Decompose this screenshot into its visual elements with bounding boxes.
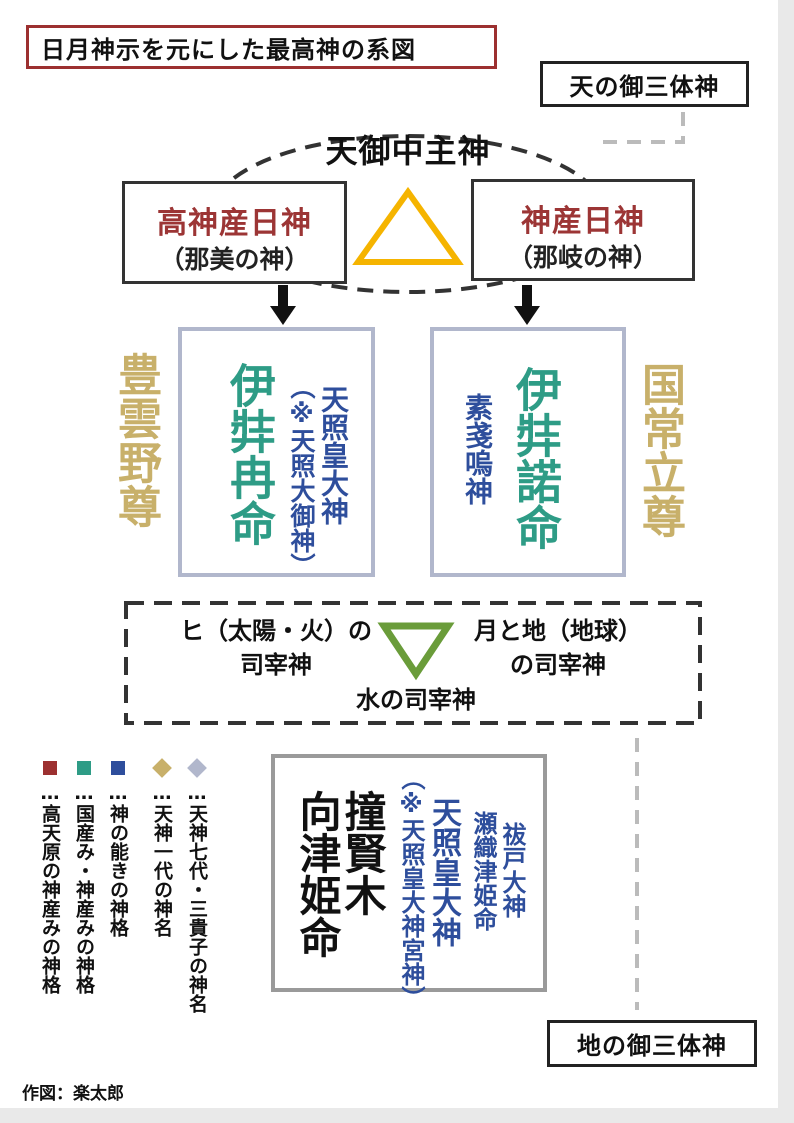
earthly-trinity-label: 地の御三体神 bbox=[547, 1020, 757, 1067]
izanagi-alt: 素戔嗚神 bbox=[461, 393, 494, 505]
legend-text-blue: …神の能きの神格 bbox=[107, 782, 129, 937]
amaterasu-note: （※天照皇大神宮神） bbox=[397, 766, 425, 1010]
credit: 作図：楽太郎 bbox=[22, 1084, 124, 1104]
legend-text-lavender: …天神七代・三貴子の神名 bbox=[186, 782, 208, 1013]
heavenly-connector bbox=[602, 112, 685, 144]
izanami-alt: 天照皇大神 bbox=[317, 385, 350, 525]
legend-text-teal: …国産み・神産みの神格 bbox=[73, 782, 95, 994]
sun-deity-line2: 司宰神 bbox=[240, 651, 312, 679]
amaterasu-label: 天照皇大神 bbox=[426, 797, 461, 947]
moon-deity-line2: の司宰神 bbox=[510, 651, 606, 679]
kami-name: 神産日神 bbox=[521, 204, 645, 239]
legend-red-square bbox=[43, 761, 57, 775]
izanami-note: （※天照大御神） bbox=[287, 374, 316, 578]
arrow-right-shaft bbox=[522, 285, 532, 309]
moon-deity-line1: 月と地（地球） bbox=[474, 617, 642, 645]
arrow-left-head bbox=[270, 306, 296, 325]
sun-deity-line1: ヒ（太陽・火）の bbox=[180, 617, 372, 645]
takami-box: 高神産日神 （那美の神） bbox=[122, 181, 347, 284]
seoritsuhime-label: 瀬織津姫命 bbox=[469, 811, 497, 931]
toyokumonu-label: 豊雲野尊 bbox=[110, 352, 161, 528]
heavenly-trinity-label: 天の御三体神 bbox=[540, 61, 749, 107]
izanami-name: 伊弉冉命 bbox=[223, 362, 277, 546]
legend-teal-square bbox=[77, 761, 91, 775]
arrow-left-shaft bbox=[278, 285, 288, 309]
arrow-right-head bbox=[514, 306, 540, 325]
mukatsuhime-label: 向津姫命 bbox=[293, 790, 342, 958]
legend-text-red: …高天原の神産みの神格 bbox=[39, 782, 61, 994]
bottom-frame bbox=[271, 754, 547, 992]
kami-box: 神産日神 （那岐の神） bbox=[471, 179, 695, 281]
green-triangle bbox=[377, 622, 455, 681]
legend-blue-square bbox=[111, 761, 125, 775]
ame-no-minakanushi: 天御中主神 bbox=[325, 132, 491, 170]
page-title: 日月神示を元にした最高神の系図 bbox=[26, 25, 497, 69]
legend-text-gold: …天神一代の神名 bbox=[151, 782, 173, 937]
takami-sub: （那美の神） bbox=[159, 245, 310, 274]
middle-dashed-box bbox=[124, 601, 702, 725]
water-deity: 水の司宰神 bbox=[356, 686, 476, 714]
takami-name: 高神産日神 bbox=[157, 206, 312, 241]
izanami-frame bbox=[178, 327, 375, 577]
page: 日月神示を元にした最高神の系図 天の御三体神 天御中主神 高神産日神 （那美の神… bbox=[0, 0, 778, 1108]
sakaki-label: 撞賢木 bbox=[338, 790, 387, 916]
izanagi-name: 伊弉諾命 bbox=[509, 366, 563, 550]
kami-sub: （那岐の神） bbox=[507, 243, 658, 272]
yellow-triangle bbox=[352, 186, 464, 265]
haraedo-label: 祓戸大神 bbox=[498, 822, 526, 918]
izanagi-frame bbox=[430, 327, 626, 577]
kunitokotachi-label: 国常立尊 bbox=[634, 362, 685, 538]
